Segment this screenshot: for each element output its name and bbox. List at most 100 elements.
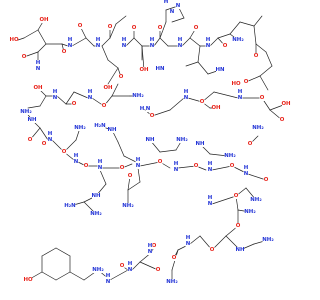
bond-line xyxy=(139,161,161,167)
oxygen-atom-label: O xyxy=(150,113,155,119)
bond-line xyxy=(185,61,199,67)
atom-label-backdrop xyxy=(131,25,137,31)
atom-label-backdrop xyxy=(92,193,100,199)
nitrogen-atom-label: H xyxy=(206,37,211,43)
oxygen-atom-label: OH xyxy=(139,67,149,73)
nitrogen-atom-label: N xyxy=(208,201,213,207)
nitrogen-atom-label: H xyxy=(238,89,243,95)
atom-label-backdrop xyxy=(232,37,244,43)
bond-line xyxy=(153,37,161,47)
oxygen-atom-label: O xyxy=(194,163,199,169)
bond-line xyxy=(197,61,209,75)
nitrogen-atom-label: H xyxy=(48,131,53,137)
bond-line xyxy=(107,67,119,85)
oxygen-atom-label: O xyxy=(158,25,163,31)
nitrogen-atom-label: NH₂ xyxy=(132,93,144,99)
nitrogen-atom-label: N xyxy=(106,279,111,285)
atom-label-backdrop xyxy=(156,66,164,72)
atom-label-backdrop xyxy=(95,37,101,43)
atom-label-backdrop xyxy=(235,223,241,229)
atom-label-backdrop xyxy=(127,173,133,179)
atom-label-backdrop xyxy=(146,137,154,143)
atom-label-backdrop xyxy=(21,54,27,60)
nitrogen-atom-label: H xyxy=(88,89,93,95)
atom-label-backdrop xyxy=(149,37,155,43)
atom-label-backdrop xyxy=(83,163,89,169)
oxygen-atom-label: O xyxy=(200,99,205,105)
atom-label-backdrop xyxy=(107,24,113,30)
nitrogen-atom-label: N xyxy=(128,267,133,273)
atom-label-backdrop xyxy=(157,159,163,165)
oxygen-atom-label: O xyxy=(22,54,27,60)
atom-label-backdrop xyxy=(122,203,134,209)
bond-line xyxy=(99,169,107,185)
atom-label-backdrop xyxy=(177,43,183,49)
nitrogen-atom-label: H xyxy=(96,37,101,43)
oxygen-atom-label: O xyxy=(84,163,89,169)
nitrogen-atom-label: H xyxy=(148,243,153,249)
bond-line xyxy=(115,15,127,25)
nitrogen-atom-label: H₂N xyxy=(94,123,106,129)
oxygen-atom-label: O xyxy=(120,165,125,171)
nitrogen-atom-label: N xyxy=(184,95,189,101)
atom-label-backdrop xyxy=(77,23,83,29)
atom-label-backdrop xyxy=(139,106,145,112)
nitrogen-atom-label: H xyxy=(128,261,133,267)
atom-label-backdrop xyxy=(52,89,58,95)
atom-label-backdrop xyxy=(118,74,124,80)
atom-label-backdrop xyxy=(233,193,239,199)
atom-label-backdrop xyxy=(67,43,73,49)
nitrogen-atom-label: HN xyxy=(215,67,225,73)
atom-label-backdrop xyxy=(67,37,73,43)
bond-line xyxy=(211,165,233,171)
oxygen-atom-label: OH xyxy=(211,105,221,111)
nitrogen-atom-label: NH xyxy=(91,193,101,199)
bond-line xyxy=(259,65,273,77)
atom-label-backdrop xyxy=(105,279,111,285)
atom-label-backdrop xyxy=(222,43,228,49)
atom-label-backdrop xyxy=(145,106,151,112)
nitrogen-atom-label: NH₂ xyxy=(252,125,264,131)
atom-label-backdrop xyxy=(224,153,236,159)
nitrogen-atom-label: N xyxy=(244,171,249,177)
oxygen-atom-label: HO xyxy=(9,37,19,43)
nitrogen-atom-label: H xyxy=(98,159,103,165)
atom-label-backdrop xyxy=(24,277,32,283)
atom-label-backdrop xyxy=(155,267,161,273)
atom-label-backdrop xyxy=(97,165,103,171)
oxygen-atom-label: O xyxy=(236,223,241,229)
bond-line xyxy=(159,21,167,39)
nitrogen-atom-label: NH xyxy=(145,137,155,143)
atom-label-backdrop xyxy=(41,141,47,147)
bond-line xyxy=(189,37,201,47)
bond-line xyxy=(159,149,177,153)
atom-label-backdrop xyxy=(243,171,249,177)
atom-label-backdrop xyxy=(28,117,36,123)
oxygen-atom-label: OH xyxy=(39,17,49,23)
nitrogen-atom-label: N xyxy=(53,95,58,101)
nitrogen-atom-label: NH xyxy=(27,117,37,123)
atom-label-backdrop xyxy=(169,9,175,15)
nitrogen-atom-label: NH₂ xyxy=(74,125,86,131)
atom-label-backdrop xyxy=(205,43,211,49)
nitrogen-atom-label: H₂N xyxy=(64,203,76,209)
bond-line xyxy=(41,271,57,281)
oxygen-atom-label: O xyxy=(210,247,215,253)
nitrogen-atom-label: NH₂ xyxy=(176,137,188,143)
bond-line xyxy=(159,37,169,47)
nitrogen-atom-label: N xyxy=(174,167,179,173)
atom-label-backdrop xyxy=(149,43,155,49)
bond-line xyxy=(55,271,71,281)
bond-line xyxy=(189,235,201,245)
atom-label-backdrop xyxy=(61,149,67,155)
nitrogen-atom-label: H xyxy=(164,0,169,5)
atom-label-backdrop xyxy=(247,141,253,147)
nitrogen-atom-label: NH xyxy=(235,247,245,253)
oxygen-atom-label: O xyxy=(172,255,177,261)
oxygen-atom-label: O xyxy=(254,53,259,59)
atom-label-backdrop xyxy=(74,125,86,131)
nitrogen-atom-label: H xyxy=(106,273,111,279)
atom-label-backdrop xyxy=(40,17,48,23)
